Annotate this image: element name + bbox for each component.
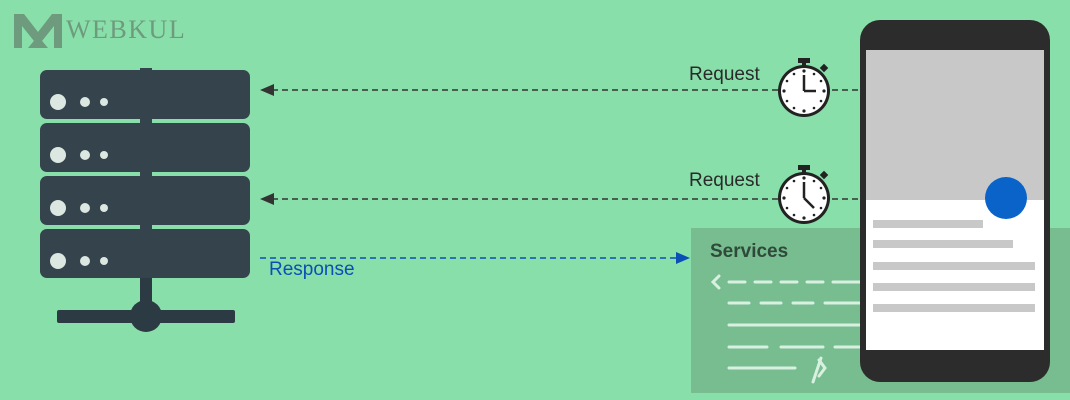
request-label-bottom: Request bbox=[689, 170, 760, 191]
smartphone-icon bbox=[860, 20, 1050, 382]
server-icon bbox=[40, 68, 250, 332]
stopwatch-icon bbox=[778, 165, 830, 224]
accent-dot bbox=[985, 177, 1027, 219]
webkul-logo-icon bbox=[14, 14, 62, 48]
response-arrow bbox=[260, 252, 690, 264]
stopwatch-icon bbox=[778, 58, 830, 117]
request-arrow-bottom bbox=[260, 193, 858, 205]
code-icon bbox=[710, 274, 867, 384]
server-unit bbox=[40, 70, 250, 278]
services-title: Services bbox=[710, 241, 789, 262]
response-label: Response bbox=[269, 259, 355, 280]
brand-name: WEBKUL bbox=[66, 15, 187, 44]
request-arrow-top bbox=[260, 84, 858, 96]
request-label-top: Request bbox=[689, 64, 760, 85]
